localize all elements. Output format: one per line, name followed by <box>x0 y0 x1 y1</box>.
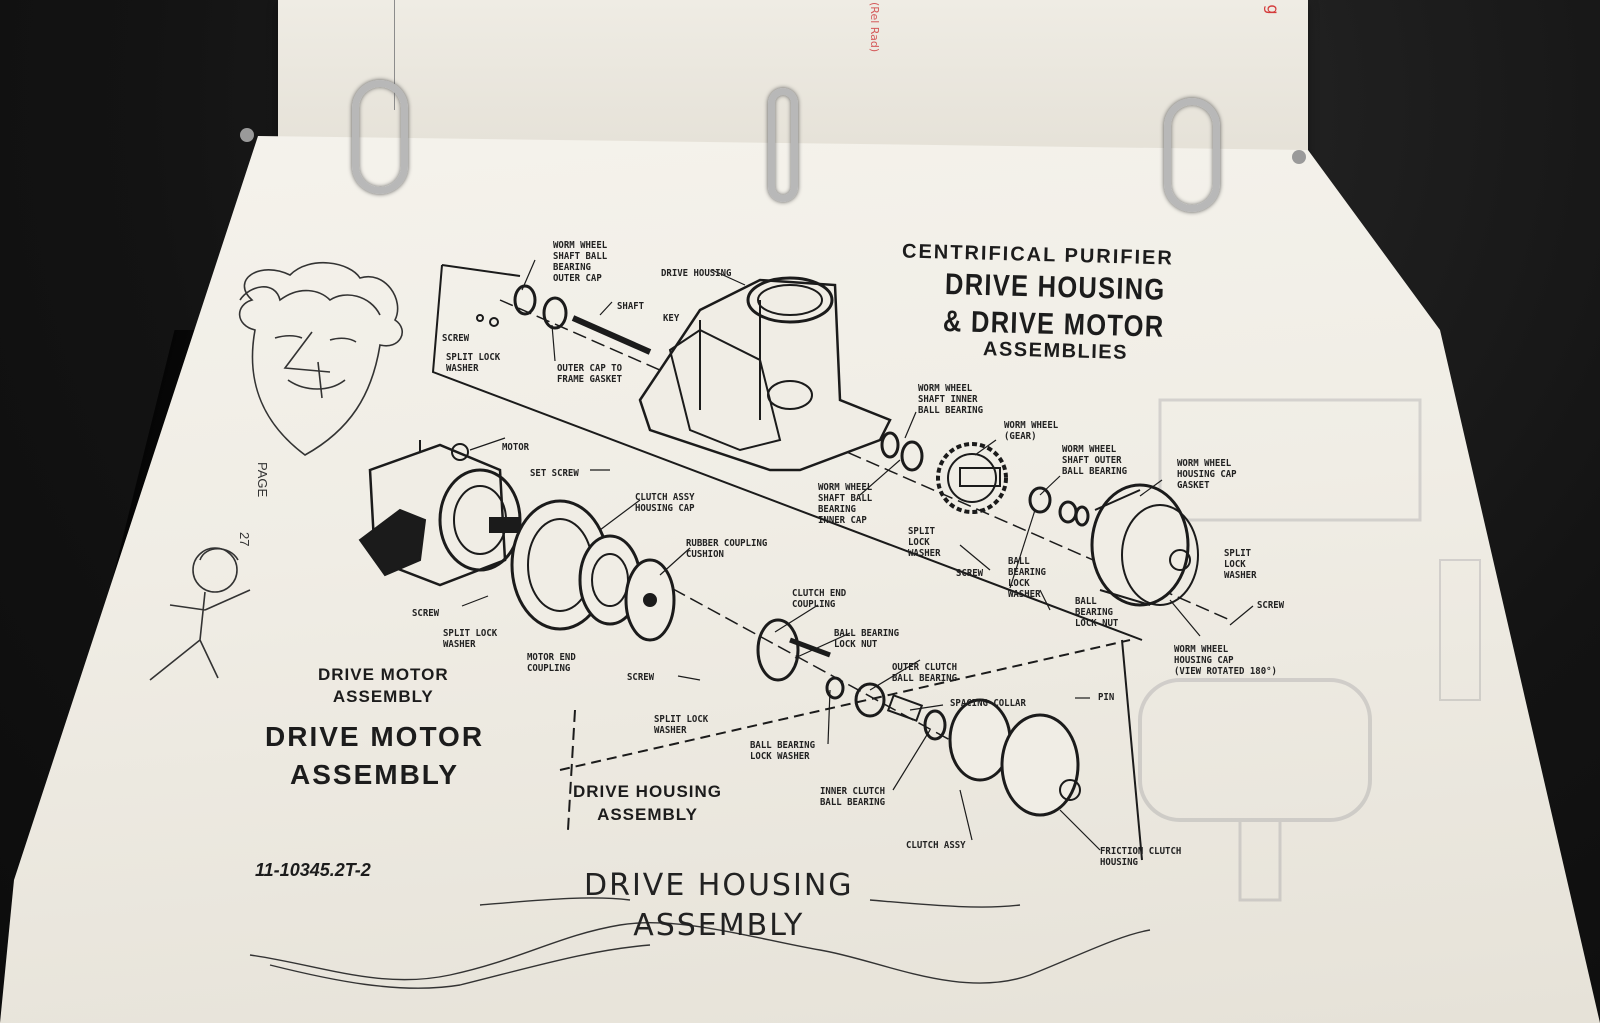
margin-line <box>394 0 395 110</box>
label-outer-cap-gasket: OUTER CAP TO FRAME GASKET <box>557 363 623 385</box>
label-screw-top: SCREW <box>442 333 470 344</box>
page-label: PAGE <box>255 462 270 498</box>
caption-drive-motor-big: DRIVE MOTOR ASSEMBLY <box>265 721 485 790</box>
label-inner-clutch-bearing: INNER CLUTCH BALL BEARING <box>820 786 886 808</box>
label-ball-bearing-lock-nut: BALL BEARING LOCK NUT <box>834 628 900 650</box>
label-clutch-housing-cap: CLUTCH ASSY HOUSING CAP <box>635 492 695 514</box>
label-split-lock-washer-clutch: SPLIT LOCK WASHER <box>654 714 709 736</box>
label-split-lock-washer-top: SPLIT LOCK WASHER <box>446 352 501 374</box>
label-worm-wheel-outer-cap: WORM WHEEL SHAFT BALL BEARING OUTER CAP <box>553 240 608 284</box>
label-split-lock-washer-right: SPLIT LOCK WASHER <box>1224 548 1257 581</box>
label-friction-clutch-housing: FRICTION CLUTCH HOUSING <box>1100 846 1182 868</box>
label-split-lock-washer-mid: SPLIT LOCK WASHER <box>908 526 941 559</box>
label-set-screw: SET SCREW <box>530 468 579 479</box>
binder-ring-right <box>1164 98 1220 212</box>
document-number: 11-10345.2T-2 <box>255 860 371 880</box>
doodle-face <box>238 262 403 456</box>
label-housing-cap-rotated: WORM WHEEL HOUSING CAP (VIEW ROTATED 180… <box>1174 644 1277 677</box>
label-screw-clutch: SCREW <box>627 672 655 683</box>
frame-line-top <box>431 264 1143 641</box>
label-inner-cap: WORM WHEEL SHAFT BALL BEARING INNER CAP <box>818 482 873 526</box>
label-ball-bearing-lock-washer-right: BALL BEARING LOCK WASHER <box>1008 556 1046 600</box>
binder-ring-left <box>352 80 408 194</box>
show-through-diagram <box>1138 398 1481 902</box>
caption-drive-housing-small: DRIVE HOUSING ASSEMBLY <box>573 782 723 824</box>
label-motor-end-coupling: MOTOR END COUPLING <box>527 652 576 674</box>
label-split-lock-washer-left: SPLIT LOCK WASHER <box>443 628 498 650</box>
doodle-stick-figure <box>149 547 251 681</box>
label-rubber-coupling: RUBBER COUPLING CUSHION <box>686 538 768 560</box>
label-drive-housing: DRIVE HOUSING <box>661 268 732 279</box>
binder-pin-left <box>240 128 254 142</box>
frame-line-bottom <box>559 639 1131 771</box>
label-screw-left: SCREW <box>412 608 440 619</box>
label-outer-ball-bearing: WORM WHEEL SHAFT OUTER BALL BEARING <box>1062 444 1128 477</box>
label-clutch-end-coupling: CLUTCH END COUPLING <box>792 588 847 610</box>
binder-ring-center <box>768 88 798 202</box>
label-inner-ball-bearing: WORM WHEEL SHAFT INNER BALL BEARING <box>918 383 984 416</box>
housing-cap-drawing <box>1090 483 1199 607</box>
page-number: 27 <box>237 532 252 547</box>
label-key: KEY <box>663 313 680 324</box>
drive-housing-drawing <box>638 276 892 472</box>
caption-drive-motor-small: DRIVE MOTOR ASSEMBLY <box>318 665 449 706</box>
frame-line-right <box>1121 639 1143 861</box>
label-housing-cap-gasket: WORM WHEEL HOUSING CAP GASKET <box>1177 458 1237 491</box>
frame-line-top-left <box>441 264 521 277</box>
doodle-scribble <box>249 897 1151 989</box>
label-pin: PIN <box>1098 692 1115 703</box>
title-line-3: & DRIVE MOTOR <box>942 305 1165 344</box>
label-ball-bearing-lock-washer: BALL BEARING LOCK WASHER <box>750 740 816 762</box>
caption-drive-housing-handwritten: DRIVE HOUSING ASSEMBLY <box>584 868 854 943</box>
clutch-assembly-drawing <box>756 618 1081 817</box>
label-worm-wheel-gear: WORM WHEEL (GEAR) <box>1004 420 1059 442</box>
title-line-2: DRIVE HOUSING <box>944 268 1166 307</box>
label-spacing-collar: SPACING COLLAR <box>950 698 1026 709</box>
motor-drawing <box>358 440 522 587</box>
label-shaft: SHAFT <box>617 301 645 312</box>
label-clutch-assy: CLUTCH ASSY <box>906 840 966 851</box>
worm-gear-drawing <box>936 442 1008 514</box>
label-motor: MOTOR <box>502 442 530 453</box>
label-ball-bearing-lock-nut-right: BALL BEARING LOCK NUT <box>1075 596 1119 629</box>
label-screw-right: SCREW <box>1257 600 1285 611</box>
binder-pin-right <box>1292 150 1306 164</box>
label-outer-clutch-bearing: OUTER CLUTCH BALL BEARING <box>892 662 958 684</box>
label-screw-mid: SCREW <box>956 568 984 579</box>
title-line-4: ASSEMBLIES <box>982 338 1129 364</box>
